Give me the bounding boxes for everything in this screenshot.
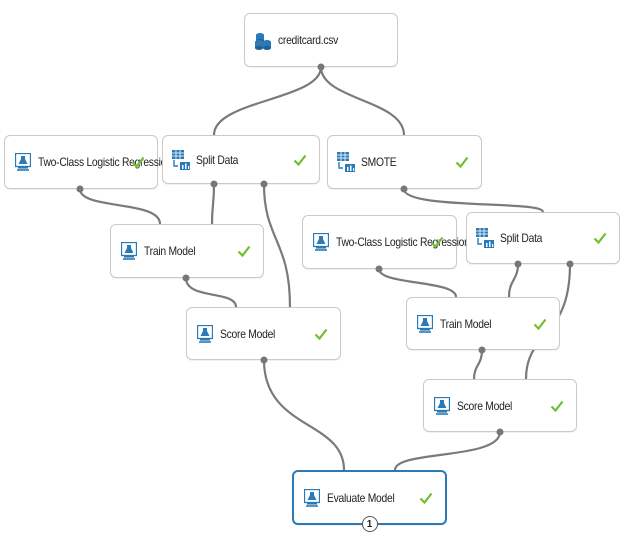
edge-logreg-right-train-right xyxy=(377,267,458,299)
checkmark-icon xyxy=(419,492,433,504)
checkmark-icon xyxy=(314,328,328,340)
flask-icon xyxy=(196,324,214,343)
module-node-score-model-left[interactable]: Score Model xyxy=(186,307,341,360)
node-label: Train Model xyxy=(440,316,492,331)
dataset-icon xyxy=(254,31,272,50)
edge-split-left-train-left xyxy=(210,182,216,226)
checkmark-icon xyxy=(550,400,564,412)
node-label: creditcard.csv xyxy=(278,33,339,47)
flask-icon xyxy=(120,242,138,260)
flask-icon xyxy=(14,153,32,171)
output-port-score-left[interactable] xyxy=(260,356,268,364)
node-label: SMOTE xyxy=(361,155,397,169)
output-port-train-left[interactable] xyxy=(182,274,190,282)
node-label: Score Model xyxy=(220,326,276,341)
output-port-badge[interactable]: 1 xyxy=(361,516,378,532)
edge-csv-split-left xyxy=(212,65,323,137)
checkmark-icon xyxy=(237,245,251,257)
flask-icon xyxy=(416,314,434,333)
node-label: Evaluate Model xyxy=(327,490,395,505)
node-label: Score Model xyxy=(457,398,513,413)
module-node-split-data-left[interactable]: Split Data xyxy=(162,135,320,184)
output-port-split-right-1[interactable] xyxy=(514,260,522,268)
module-node-score-model-right[interactable]: Score Model xyxy=(423,379,577,432)
node-label: Two-Class Logistic Regression xyxy=(38,155,172,169)
split-data-icon xyxy=(172,149,190,170)
output-port-score-right[interactable] xyxy=(496,428,504,436)
module-node-split-data-right[interactable]: Split Data xyxy=(466,212,620,264)
checkmark-icon xyxy=(593,232,607,244)
smote-icon xyxy=(337,152,355,172)
edge-csv-smote xyxy=(319,65,406,137)
checkmark-icon xyxy=(430,236,444,248)
module-node-logistic-regression-left[interactable]: Two-Class Logistic Regression xyxy=(4,135,172,189)
output-port-split-right-2[interactable] xyxy=(566,260,574,268)
module-node-smote[interactable]: SMOTE xyxy=(327,135,482,189)
edge-train-right-score-right xyxy=(472,348,484,381)
checkmark-icon xyxy=(533,318,547,330)
flask-icon xyxy=(303,488,321,507)
edge-score-left-evaluate xyxy=(262,358,346,472)
edge-split-left-score-left xyxy=(262,182,292,309)
edge-score-right-evaluate xyxy=(393,430,502,472)
checkmark-icon xyxy=(293,154,307,166)
output-port-split-left-2[interactable] xyxy=(260,180,268,188)
edge-logreg-left-train-left xyxy=(78,187,162,226)
output-port-creditcard[interactable] xyxy=(317,63,325,71)
edge-train-left-score-left xyxy=(184,276,238,309)
module-node-logistic-regression-right[interactable]: Two-Class Logistic Regression xyxy=(302,215,470,269)
edge-split-right-train-right xyxy=(507,262,520,299)
module-node-evaluate-model[interactable]: Evaluate Model 1 xyxy=(292,470,447,532)
module-node-train-model-left[interactable]: Train Model xyxy=(110,224,264,278)
output-port-smote[interactable] xyxy=(400,185,408,193)
node-label: Split Data xyxy=(196,152,239,167)
node-label: Two-Class Logistic Regression xyxy=(336,235,470,249)
output-port-logreg-right[interactable] xyxy=(375,265,383,273)
split-data-icon xyxy=(476,228,494,248)
node-label: Split Data xyxy=(500,231,543,245)
checkmark-icon xyxy=(131,156,145,168)
node-label: Train Model xyxy=(144,244,196,258)
output-port-split-left-1[interactable] xyxy=(210,180,218,188)
output-port-logreg-left[interactable] xyxy=(76,185,84,193)
edge-smote-split-right xyxy=(402,187,545,214)
output-port-train-right[interactable] xyxy=(478,346,486,354)
flask-icon xyxy=(312,233,330,251)
checkmark-icon xyxy=(455,156,469,168)
flask-icon xyxy=(433,396,451,415)
dataset-node-creditcard[interactable]: creditcard.csv xyxy=(244,13,398,67)
module-node-train-model-right[interactable]: Train Model xyxy=(406,297,560,350)
